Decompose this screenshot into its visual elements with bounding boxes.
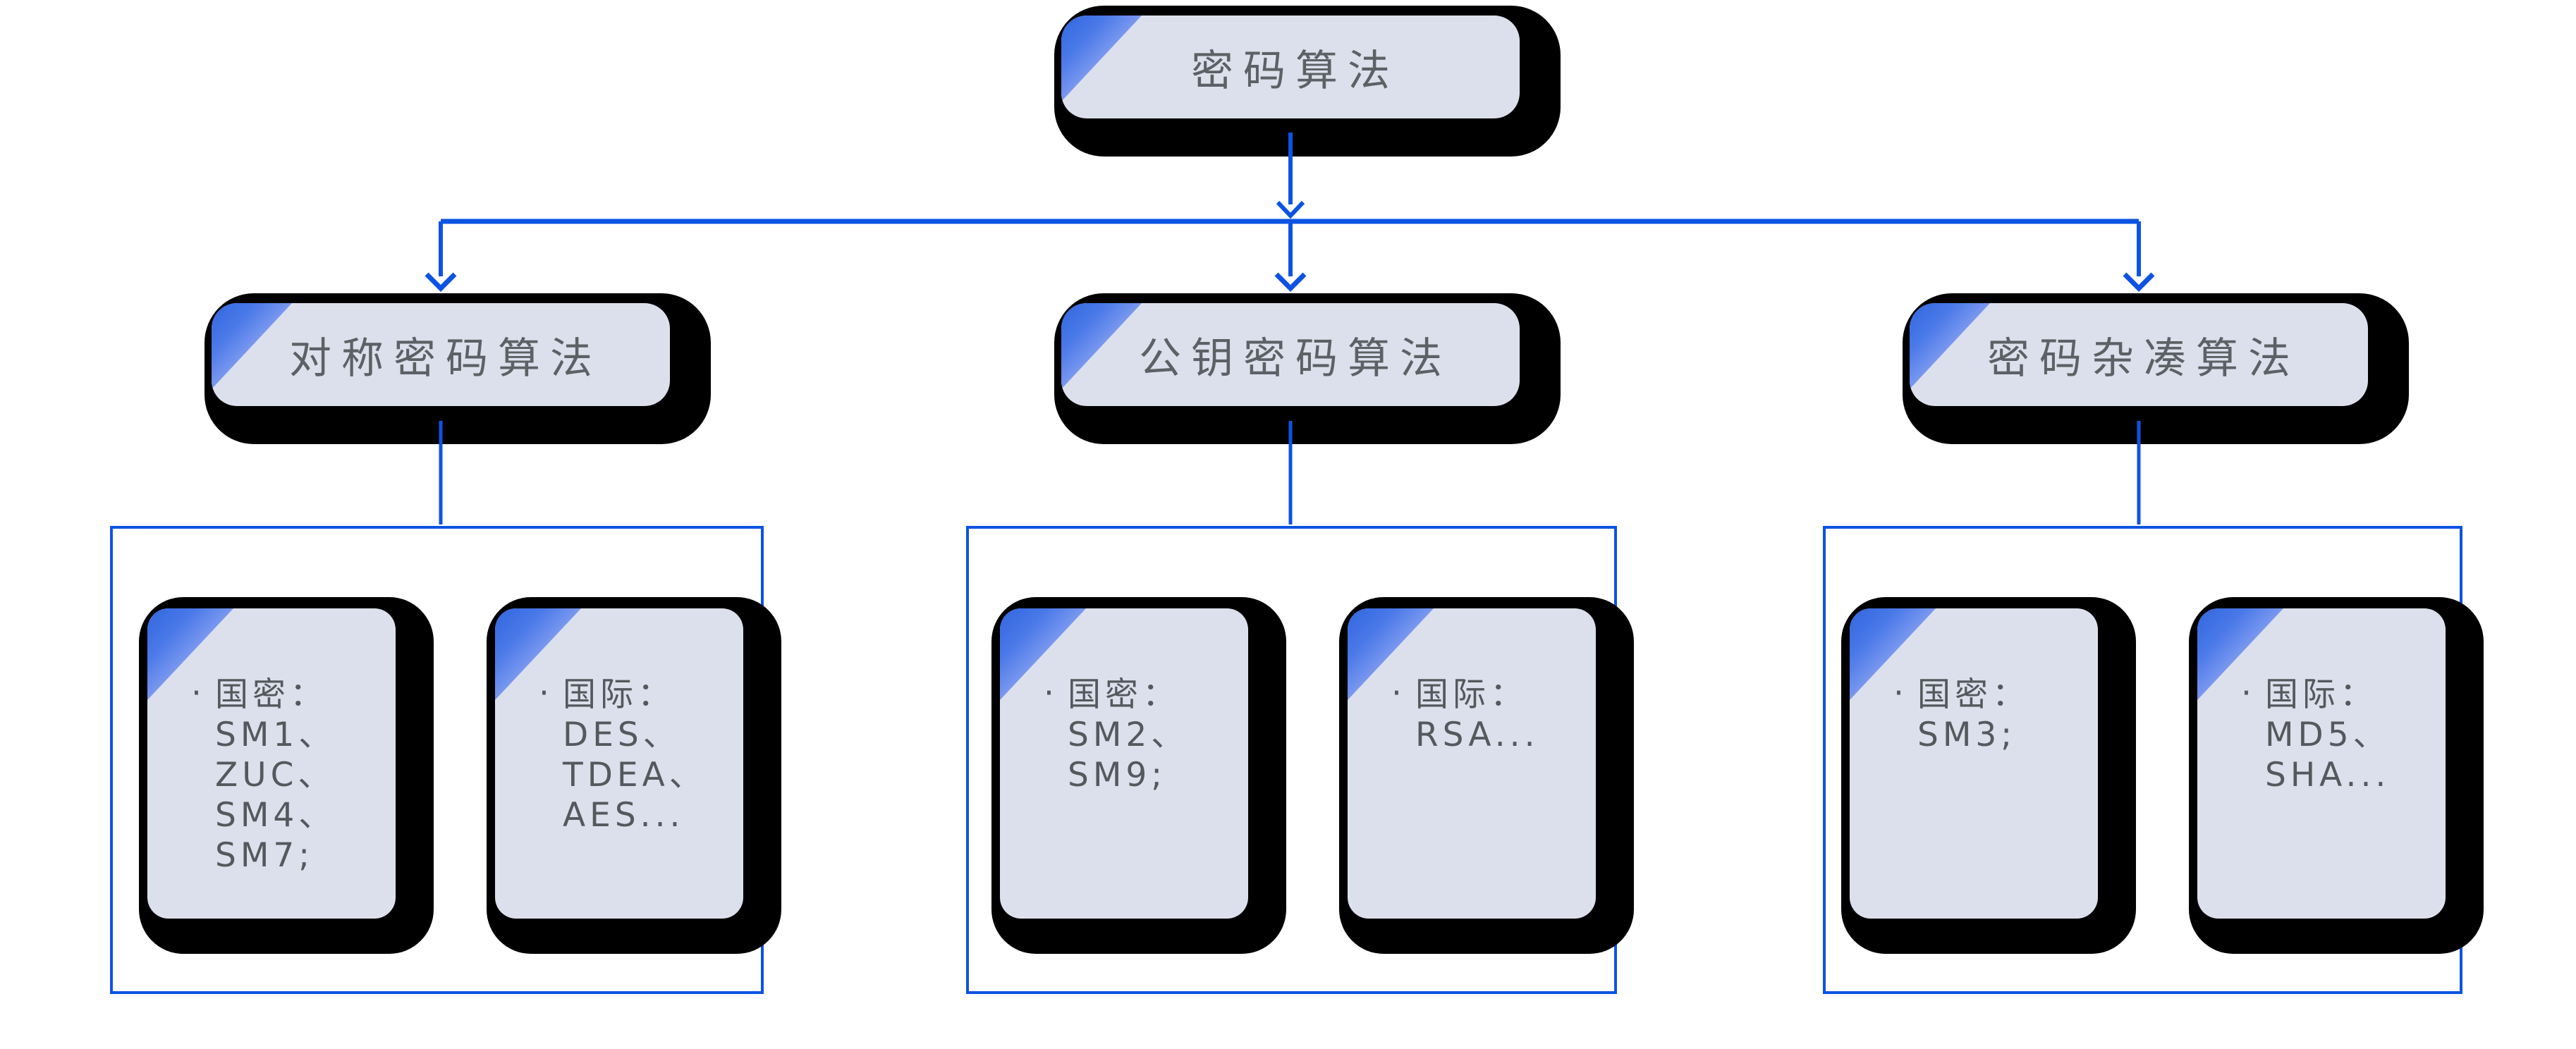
leaf-card-text: · 国密： SM1、 ZUC、 SM4、 SM7;: [191, 674, 389, 876]
branch-arrowhead-right-icon: [2123, 272, 2155, 292]
leaf-card-item: SHA...: [2265, 756, 2391, 795]
leaf-card-text: · 国际： RSA...: [1391, 674, 1589, 755]
leaf-card-item: ZUC、: [215, 756, 336, 795]
leaf-card-item: RSA...: [1415, 716, 1539, 754]
bullet-dot-icon: ·: [1391, 674, 1402, 713]
bullet-dot-icon: ·: [2241, 674, 2252, 713]
leaf-card-header-text: 国密：: [1917, 675, 2029, 714]
leaf-card-item: SM4、: [215, 796, 336, 835]
branch-node-label: 密码杂凑算法: [1987, 333, 2300, 384]
root-node-box: 密码算法: [1061, 16, 1520, 118]
leaf-card-header: · 国密：: [191, 674, 389, 715]
leaf-card-public-key-domestic: · 国密： SM2、 SM9;: [1000, 608, 1248, 919]
leaf-card-header-text: 国际：: [2265, 675, 2377, 714]
leaf-card-text: · 国密： SM3;: [1893, 674, 2091, 755]
bullet-dot-icon: ·: [539, 674, 549, 713]
branch-arrowhead-left-icon: [425, 272, 457, 292]
leaf-card-symmetric-international: · 国际： DES、 TDEA、 AES...: [495, 608, 743, 919]
branch-node-symmetric: 对称密码算法: [212, 303, 670, 406]
leaf-card-header: · 国密：: [1044, 674, 1241, 715]
branch-node-label: 公钥密码算法: [1139, 333, 1452, 384]
branch-node-label: 对称密码算法: [289, 333, 602, 384]
leaf-card-header: · 国际：: [539, 674, 736, 715]
root-arrowhead-icon: [1276, 200, 1305, 219]
leaf-card-item: SM7;: [215, 836, 315, 875]
leaf-card-item: SM2、: [1068, 716, 1189, 754]
leaf-card-item: SM1、: [215, 716, 336, 754]
leaf-card-header-text: 国密：: [1068, 675, 1180, 714]
leaf-card-header: · 国密：: [1893, 674, 2091, 715]
leaf-card-item: MD5、: [2265, 716, 2391, 754]
bullet-dot-icon: ·: [1044, 674, 1054, 713]
leaf-card-item: SM3;: [1917, 716, 2017, 754]
leaf-card-text: · 国际： MD5、 SHA...: [2241, 674, 2438, 795]
leaf-card-text: · 国际： DES、 TDEA、 AES...: [539, 674, 736, 835]
leaf-card-public-key-international: · 国际： RSA...: [1348, 608, 1596, 919]
leaf-card-header-text: 国际：: [1415, 675, 1527, 714]
leaf-group-frame-public-key: [966, 526, 1617, 994]
leaf-card-header-text: 国密：: [215, 675, 327, 714]
leaf-card-item: TDEA、: [563, 756, 707, 795]
leaf-card-header: · 国际：: [1391, 674, 1589, 715]
leaf-card-hash-domestic: · 国密： SM3;: [1850, 608, 2098, 919]
leaf-card-header-text: 国际：: [563, 675, 675, 714]
root-node-label: 密码算法: [1191, 46, 1400, 96]
leaf-card-hash-international: · 国际： MD5、 SHA...: [2197, 608, 2446, 919]
leaf-group-frame-hash: [1823, 526, 2462, 994]
leaf-group-frame-symmetric: [110, 526, 764, 994]
leaf-card-symmetric-domestic: · 国密： SM1、 ZUC、 SM4、 SM7;: [147, 608, 396, 919]
leaf-card-text: · 国密： SM2、 SM9;: [1044, 674, 1241, 795]
branch-node-hash: 密码杂凑算法: [1910, 303, 2368, 406]
leaf-card-header: · 国际：: [2241, 674, 2438, 715]
branch-node-public-key: 公钥密码算法: [1061, 303, 1520, 406]
leaf-card-item: AES...: [563, 796, 685, 835]
leaf-card-item: SM9;: [1068, 756, 1167, 795]
bullet-dot-icon: ·: [191, 674, 202, 713]
leaf-card-item: DES、: [563, 716, 680, 754]
bullet-dot-icon: ·: [1893, 674, 1904, 713]
branch-arrowhead-middle-icon: [1274, 272, 1307, 292]
